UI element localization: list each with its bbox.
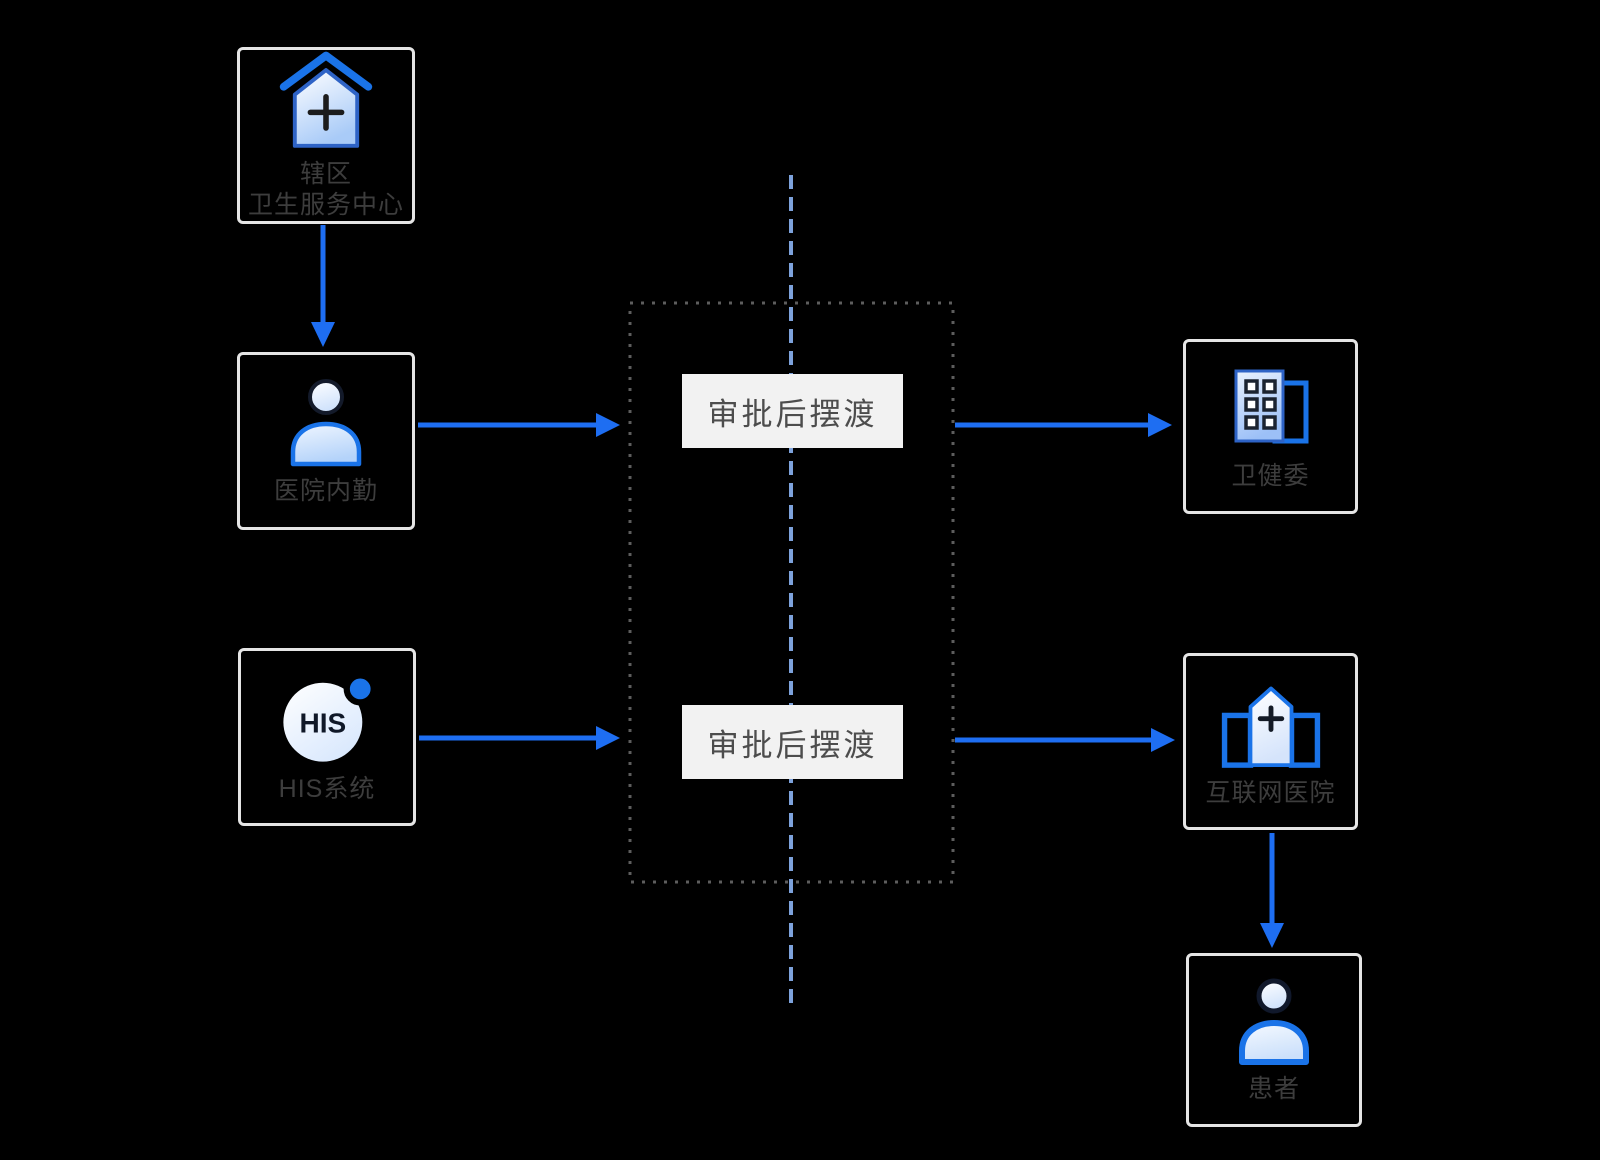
node-label: 患者 [1247, 1075, 1300, 1104]
arrow-district-to-staff [311, 225, 335, 347]
person-icon [290, 379, 362, 467]
arrow-his-to-ferry2 [419, 726, 620, 750]
arrow-hospital-to-patient [1260, 833, 1284, 948]
svg-text:HIS: HIS [299, 708, 346, 739]
community-health-center-icon [279, 51, 373, 148]
ferry-label-bottom: 审批后摆渡 [682, 705, 903, 779]
node-health-commission: 卫健委 [1183, 339, 1358, 514]
node-internet-hospital: 互联网医院 [1183, 653, 1358, 830]
node-label: 卫健委 [1231, 461, 1310, 490]
his-system-icon: HIS [283, 672, 377, 762]
node-his-system: HIS HIS系统 [238, 648, 416, 826]
hospital-building-icon [1221, 686, 1320, 768]
ferry-label-top: 审批后摆渡 [682, 374, 903, 448]
node-label: HIS系统 [278, 775, 376, 804]
node-label: 医院内勤 [273, 477, 378, 506]
node-patient: 患者 [1186, 953, 1362, 1127]
node-label: 辖区 卫生服务中心 [247, 159, 404, 219]
office-building-icon [1234, 369, 1308, 444]
node-district-health-center: 辖区 卫生服务中心 [237, 47, 415, 224]
node-label: 互联网医院 [1205, 778, 1336, 807]
arrow-staff-to-ferry1 [418, 413, 620, 437]
patient-icon [1239, 978, 1309, 1066]
node-hospital-staff: 医院内勤 [237, 352, 415, 530]
arrow-ferry2-to-hospital [955, 728, 1175, 752]
arrow-ferry1-to-commission [955, 413, 1172, 437]
